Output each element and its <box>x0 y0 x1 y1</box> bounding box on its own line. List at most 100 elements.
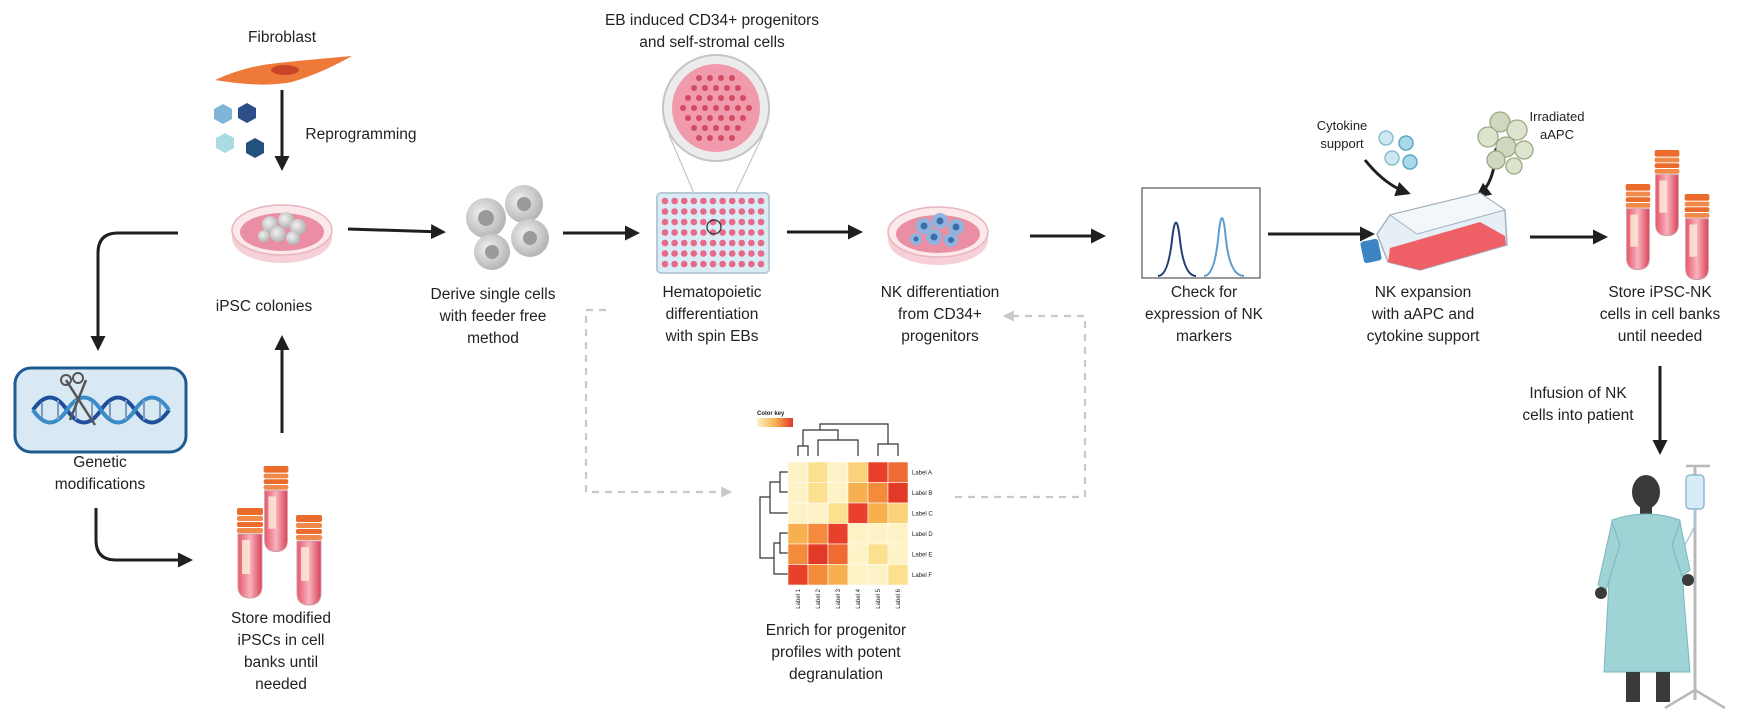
heatmap-row-label: Label F <box>912 573 932 579</box>
eb-cell-dot <box>735 85 741 91</box>
genetic-modifications-label-2: modifications <box>55 476 146 493</box>
plate-well <box>738 229 746 236</box>
plate-well <box>671 250 678 257</box>
heatmap-cell <box>867 461 889 483</box>
plate-well <box>671 218 678 226</box>
eb-cell-dot <box>702 125 708 131</box>
eb-cell-dot <box>713 105 719 111</box>
heatmap-color-key-label: Color key <box>757 411 785 417</box>
heatmap-row-label: Label C <box>912 511 933 517</box>
eb-cell-dot <box>724 125 730 131</box>
reprogramming-label: Reprogramming <box>305 126 416 143</box>
plate-well <box>680 208 688 215</box>
plate-well <box>719 260 726 268</box>
plate-well <box>757 197 765 205</box>
ipsc-colonies-label: iPSC colonies <box>216 298 313 315</box>
heatmap-col-label: Label 5 <box>876 588 882 608</box>
plate-well <box>690 250 698 257</box>
arrow-ipsc-to-derive <box>347 224 446 240</box>
plate-well <box>719 197 726 205</box>
plate-well <box>748 218 755 226</box>
culture-flask <box>1360 192 1508 271</box>
plate-well <box>728 218 736 226</box>
nk-differentiation-label-1: NK differentiation <box>881 284 1000 301</box>
plate-well <box>690 218 698 226</box>
plate-well <box>748 208 755 215</box>
eb-cell-dot <box>724 85 730 91</box>
plate-well <box>671 229 678 236</box>
heatmap-cell <box>847 482 869 504</box>
plate-well <box>700 239 707 247</box>
plate-well <box>719 250 726 257</box>
eb-cell-dot <box>735 105 741 111</box>
plate-well <box>680 239 688 247</box>
plate-well <box>661 260 669 268</box>
infusion-label-2: cells into patient <box>1522 407 1634 424</box>
heatmap-cell <box>847 564 869 586</box>
eb-cell-dot <box>707 95 713 101</box>
heatmap-row-label: Label B <box>912 491 932 497</box>
heatmap-cell <box>787 482 809 504</box>
plate-well <box>700 250 707 257</box>
plate-well <box>738 197 746 205</box>
heatmap-row-label: Label E <box>912 552 932 558</box>
plate-well <box>748 250 755 257</box>
eb-cell-dot <box>718 75 724 81</box>
eb-cell-dot <box>729 95 735 101</box>
eb-cell-dot <box>713 125 719 131</box>
plate-well <box>728 250 736 257</box>
heatmap-cell <box>887 564 909 586</box>
heatmap-cell <box>827 523 849 545</box>
enrich-label-2: profiles with potent <box>771 644 901 661</box>
heatmap-cell <box>847 502 869 524</box>
plate-well <box>757 229 765 236</box>
derive-label-2: with feeder free <box>439 308 547 325</box>
plate-well <box>671 260 678 268</box>
fibroblast-cell <box>215 56 352 85</box>
modified-ipsc-cell-bank-tubes <box>236 465 323 606</box>
arrow-cytokine-to-flask <box>1363 159 1411 197</box>
nk-differentiation-label-3: progenitors <box>901 328 979 345</box>
heatmap-col-label: Label 2 <box>816 588 822 608</box>
reprogramming-factors-icon <box>214 103 264 158</box>
hematopoietic-label-3: with spin EBs <box>664 328 758 345</box>
nk-expansion-label-3: cytokine support <box>1367 328 1481 345</box>
plate-well <box>700 260 707 268</box>
plate-well <box>748 260 755 268</box>
plate-well <box>709 239 717 247</box>
heatmap-cell <box>887 523 909 545</box>
heatmap-column-dendrogram <box>797 423 899 456</box>
plate-well <box>690 229 698 236</box>
plate-well <box>728 197 736 205</box>
plate-well <box>738 250 746 257</box>
heatmap-cell <box>847 523 869 545</box>
store-ipsc-nk-label-3: until needed <box>1618 328 1702 345</box>
plate-well <box>700 208 707 215</box>
plate-well <box>748 229 755 236</box>
enrich-label-3: degranulation <box>789 666 883 683</box>
plate-well <box>680 218 688 226</box>
irradiated-aapc-label-1: Irradiated <box>1530 109 1585 124</box>
ipsc-colonies-dish <box>231 204 333 264</box>
heatmap-col-label: Label 1 <box>796 588 802 608</box>
plate-well <box>738 218 746 226</box>
plate-well <box>757 218 765 226</box>
eb-induced-label-1: EB induced CD34+ progenitors <box>605 12 819 29</box>
store-modified-label-4: needed <box>255 676 307 693</box>
store-modified-label-3: banks until <box>244 654 318 671</box>
plate-well <box>680 260 688 268</box>
eb-cell-dot <box>718 95 724 101</box>
eb-cell-dot <box>696 75 702 81</box>
plate-well <box>738 239 746 247</box>
heatmap-cell <box>807 461 829 483</box>
eb-cell-dot <box>702 105 708 111</box>
eb-cell-dot <box>740 115 746 121</box>
enrichment-loop <box>584 308 1087 499</box>
heatmap-cell <box>887 482 909 504</box>
derive-label-3: method <box>467 330 519 347</box>
plate-well <box>748 239 755 247</box>
iv-bag-icon <box>1685 474 1705 510</box>
heatmap-row-label: Label A <box>912 470 932 476</box>
